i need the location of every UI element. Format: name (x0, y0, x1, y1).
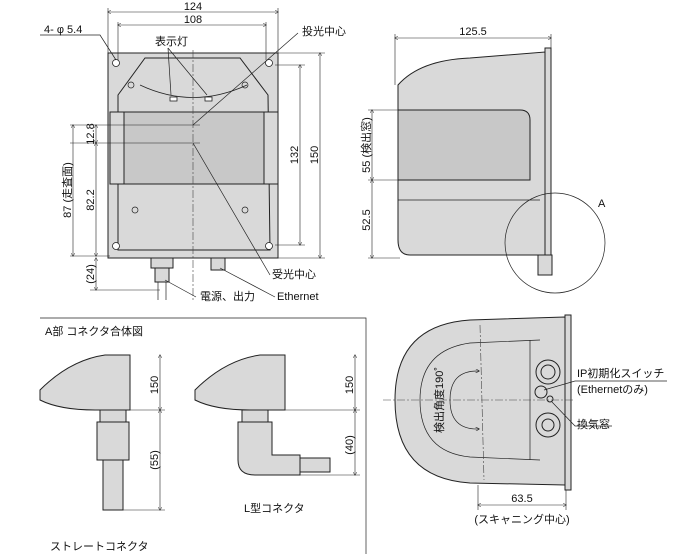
detection-window (123, 111, 273, 185)
detail-a-title: A部 コネクタ合体図 (45, 324, 143, 338)
l-dim-150: 150 (344, 376, 356, 394)
dim-150: 150 (309, 146, 321, 164)
receiver-center-label: 受光中心 (272, 267, 316, 281)
dim-124: 124 (184, 1, 202, 13)
side-view: 125.5 55 (検出窓) 52.5 A (359, 26, 606, 294)
detail-a-circle (504, 192, 606, 294)
side-window (397, 109, 531, 181)
dim-108: 108 (184, 14, 202, 26)
power-connector (150, 257, 174, 269)
detail-a-label: A (598, 198, 606, 210)
dim-12-8: 12.8 (85, 123, 97, 144)
dim-125-5: 125.5 (459, 26, 487, 38)
indicator-led-2 (204, 96, 213, 102)
indicator-label: 表示灯 (155, 34, 188, 48)
mount-hole (265, 242, 273, 250)
ip-reset-switch (534, 385, 548, 399)
l-connector-label: L型コネクタ (244, 501, 305, 515)
ip-switch-label: IP初期化スイッチ (577, 366, 664, 380)
ip-switch-note: (Ethernetのみ) (577, 383, 648, 396)
front-view: 124 108 4- φ 5.4 表示灯 投光中心 受光中心 電源、出力 Eth… (40, 1, 346, 303)
vent-window (546, 395, 554, 403)
straight-dim-150: 150 (149, 376, 161, 394)
dim-132: 132 (289, 146, 301, 164)
indicator-led-1 (169, 96, 178, 102)
dim-87-scan-plane: 87 (走査面) (60, 162, 74, 218)
dim-63-5: 63.5 (511, 493, 532, 505)
mount-hole (265, 59, 273, 67)
top-body (394, 316, 566, 486)
scan-center-label: (スキャニング中心) (474, 512, 569, 526)
ethernet-connector (210, 257, 226, 271)
emitter-center-label: 投光中心 (302, 24, 346, 38)
detail-a-panel: A部 コネクタ合体図 150 (55) ストレートコネクタ 150 (40) L… (39, 317, 367, 554)
dim-52-5: 52.5 (361, 209, 373, 230)
straight-dim-55: (55) (149, 450, 161, 470)
l-type-connector (237, 421, 301, 476)
mount-hole (112, 242, 120, 250)
dim-24: (24) (85, 264, 97, 284)
power-output-label: 電源、出力 (200, 289, 255, 303)
holes-label: 4- φ 5.4 (44, 24, 82, 36)
vent-label: 換気窓 (577, 417, 610, 431)
straight-connector (96, 421, 130, 461)
mount-hole (112, 59, 120, 67)
ethernet-label: Ethernet (277, 291, 319, 303)
l-dim-40: (40) (344, 435, 356, 455)
detection-angle-label: 検出角度190˚ (432, 367, 446, 433)
top-view: 検出角度190˚ IP初期化スイッチ (Ethernetのみ) 換気窓 63.5… (383, 314, 667, 526)
dim-55-window: 55 (検出窓) (359, 117, 373, 173)
dim-82-2: 82.2 (85, 189, 97, 210)
straight-connector-label: ストレートコネクタ (50, 540, 149, 553)
